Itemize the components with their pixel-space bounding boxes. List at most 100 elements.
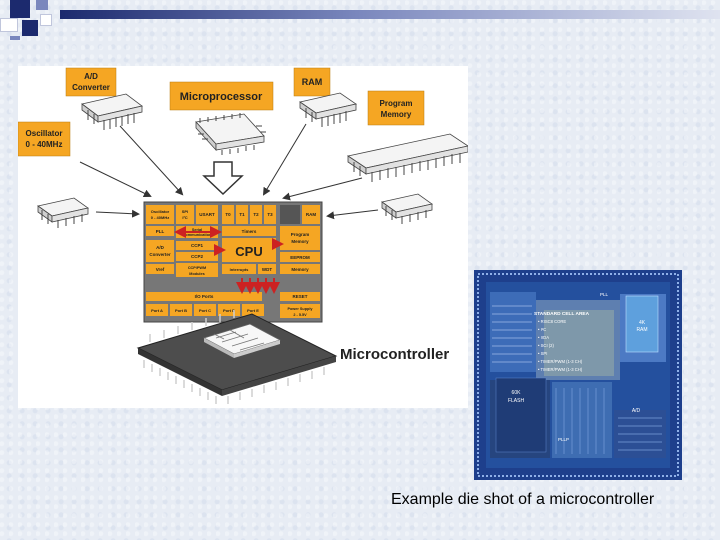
connector-arrows xyxy=(79,123,379,220)
svg-text:Modules: Modules xyxy=(189,272,204,276)
block-port-a xyxy=(146,304,168,316)
ram-chip-icon xyxy=(299,92,357,127)
svg-text:Communication: Communication xyxy=(183,233,212,237)
die-cell-item: • RISC8 CORE xyxy=(538,319,566,324)
die-cell-item: • SCI (2) xyxy=(538,343,554,348)
svg-text:Port C: Port C xyxy=(199,308,211,313)
svg-text:Oscillator: Oscillator xyxy=(26,129,63,138)
block-timer-t1 xyxy=(236,205,248,224)
svg-text:Program: Program xyxy=(291,232,310,237)
label-program-memory: Program Memory xyxy=(367,90,425,126)
svg-text:USART: USART xyxy=(199,212,215,217)
svg-text:A/D: A/D xyxy=(156,245,165,250)
block-ram-cells xyxy=(280,205,300,224)
block-io-ports xyxy=(146,292,262,301)
block-program-memory xyxy=(280,226,320,250)
svg-text:Converter: Converter xyxy=(72,83,110,92)
block-cpu xyxy=(222,238,276,262)
die-shot-image: STANDARD CELL AREA • RISC8 CORE • I²C • … xyxy=(474,270,682,480)
die-shot-svg: STANDARD CELL AREA • RISC8 CORE • I²C • … xyxy=(474,270,682,480)
microcontroller-diagram-svg: A/D Converter Microprocessor RAM Program… xyxy=(18,67,468,404)
svg-text:RESET: RESET xyxy=(292,294,307,299)
block-timer-t2 xyxy=(250,205,262,224)
block-eeprom xyxy=(280,252,320,262)
small-chip-right-icon xyxy=(381,193,433,224)
svg-text:Port D: Port D xyxy=(223,308,235,313)
die-cell-item: • TIMER/PWM (1-3 CH) xyxy=(538,367,583,372)
svg-text:Memory: Memory xyxy=(381,110,412,119)
block-ccp-modules xyxy=(176,263,218,277)
svg-text:I/O Ports: I/O Ports xyxy=(195,294,214,299)
die-cell-item: • TIMER/PWM (1-3 CH) xyxy=(538,359,583,364)
die-pllp-label: PLLP xyxy=(558,437,569,442)
die-on-package xyxy=(202,323,282,358)
block-port-b xyxy=(170,304,192,316)
bus-arrows xyxy=(174,226,284,294)
svg-text:Oscillator: Oscillator xyxy=(151,209,170,214)
die-ram-block xyxy=(625,295,659,353)
block-power-supply xyxy=(280,304,320,318)
microcontroller-title: Microcontroller xyxy=(340,346,449,363)
label-ram: RAM xyxy=(293,67,331,97)
block-port-c xyxy=(194,304,216,316)
block-vref xyxy=(146,264,174,274)
block-interrupts xyxy=(222,264,256,274)
svg-text:Port A: Port A xyxy=(151,308,163,313)
die-cell-item: • SPI xyxy=(538,351,547,356)
svg-text:Microprocessor: Microprocessor xyxy=(180,91,263,103)
package-pins xyxy=(143,310,325,404)
die-flash-label: 60K xyxy=(512,390,522,396)
svg-text:Port B: Port B xyxy=(175,308,187,313)
slide-corner-decoration xyxy=(0,0,720,40)
die-cell-item: • IrDA xyxy=(538,335,549,340)
svg-text:CCP1: CCP1 xyxy=(191,243,204,248)
block-ad-converter xyxy=(146,240,174,262)
oscillator-chip-icon xyxy=(37,197,89,228)
block-pll xyxy=(146,226,174,236)
svg-text:A/D: A/D xyxy=(84,72,98,81)
svg-text:RAM: RAM xyxy=(302,77,323,87)
svg-text:Serial: Serial xyxy=(192,228,202,232)
die-ram-label-2: RAM xyxy=(636,327,647,333)
program-memory-chip-icon xyxy=(346,133,468,182)
die-flash-label-2: FLASH xyxy=(508,398,525,404)
svg-text:WDT: WDT xyxy=(262,267,272,272)
svg-text:Timers: Timers xyxy=(242,229,257,234)
label-oscillator: Oscillator 0 - 40MHz xyxy=(18,121,71,157)
die-pll-label: PLL xyxy=(600,292,609,297)
block-timers xyxy=(222,226,276,236)
label-microprocessor: Microprocessor xyxy=(169,81,274,111)
block-diagram: Oscillator 0 - 40MHz SPI I²C USART T0 T1… xyxy=(143,201,323,323)
figure-caption: Example die shot of a microcontroller xyxy=(391,491,655,508)
svg-text:Power Supply: Power Supply xyxy=(287,307,313,311)
svg-text:PLL: PLL xyxy=(156,229,165,234)
svg-text:Converter: Converter xyxy=(149,252,171,257)
svg-text:CCP2: CCP2 xyxy=(191,254,204,259)
svg-text:Interrupts: Interrupts xyxy=(230,267,249,272)
svg-text:0 - 40MHz: 0 - 40MHz xyxy=(26,140,63,149)
block-memory xyxy=(280,264,320,274)
block-ccp1 xyxy=(176,241,218,250)
block-ccp2 xyxy=(176,252,218,261)
microprocessor-chip-icon xyxy=(195,113,266,155)
svg-text:CPU: CPU xyxy=(235,244,262,259)
block-spi xyxy=(176,205,194,224)
svg-text:Port E: Port E xyxy=(247,308,259,313)
svg-text:CCP/PWM: CCP/PWM xyxy=(188,266,206,270)
svg-text:T3: T3 xyxy=(267,212,273,217)
die-ad-label: A/D xyxy=(632,408,641,414)
svg-text:RAM: RAM xyxy=(306,212,316,217)
microcontroller-diagram: A/D Converter Microprocessor RAM Program… xyxy=(18,66,468,408)
svg-text:T2: T2 xyxy=(253,212,259,217)
block-oscillator xyxy=(146,205,174,224)
block-port-e xyxy=(242,304,264,316)
block-timer-t0 xyxy=(222,205,234,224)
block-timer-t3 xyxy=(264,205,276,224)
label-ad-converter: A/D Converter xyxy=(65,67,117,97)
svg-text:0 - 40MHz: 0 - 40MHz xyxy=(151,215,169,220)
svg-text:Vref: Vref xyxy=(156,267,165,272)
microcontroller-package xyxy=(136,310,338,404)
svg-text:SPI: SPI xyxy=(182,209,188,214)
block-ram xyxy=(302,205,320,224)
svg-text:Memory: Memory xyxy=(291,267,309,272)
